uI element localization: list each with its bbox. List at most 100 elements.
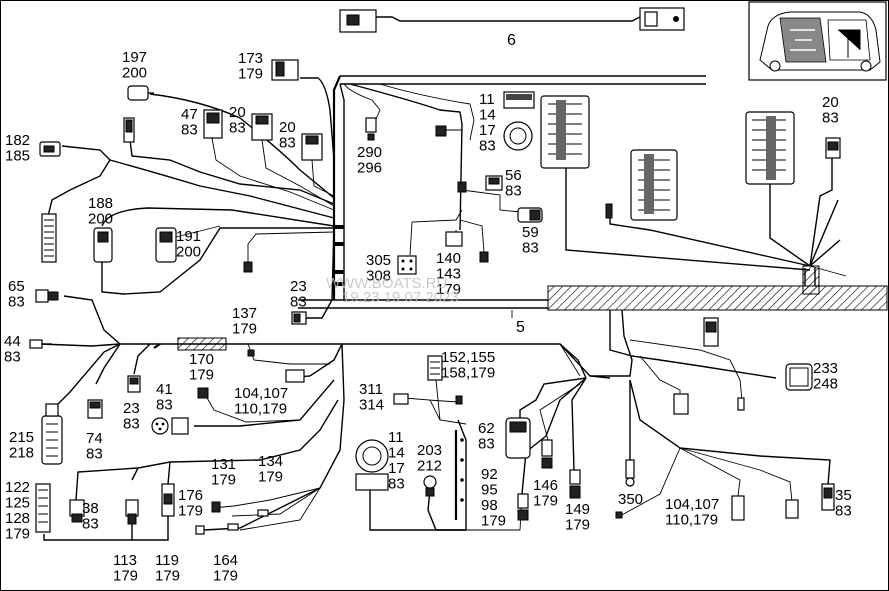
label-line: 83 xyxy=(478,436,495,453)
cable-6 xyxy=(339,7,685,33)
label-line: 35 xyxy=(835,487,852,504)
label-line: 185 xyxy=(5,148,30,165)
label-line: 179 xyxy=(189,367,214,384)
label-line: 179 xyxy=(211,472,236,489)
label-line: 143 xyxy=(436,266,461,283)
watermark-line-2: 19.23 19.07.2023 xyxy=(342,289,459,306)
label-line: 296 xyxy=(357,160,382,177)
upper-connectors xyxy=(39,59,543,325)
label-line: 65 xyxy=(8,278,25,295)
watermark: WWW.BOATS.RU 19.23 19.07.2023 xyxy=(326,275,459,306)
label-line: 149 xyxy=(565,501,590,518)
label-line: 173 xyxy=(238,50,263,67)
label-line: 110,179 xyxy=(665,512,718,529)
label-line: 179 xyxy=(565,517,590,534)
label-line: 122 xyxy=(5,479,30,496)
watermark-line-1: WWW.BOATS.RU xyxy=(326,275,447,292)
label-line: 113 xyxy=(113,552,137,569)
lower-connectors xyxy=(29,289,835,535)
label-line: 83 xyxy=(181,122,198,139)
label-line: 170 xyxy=(189,351,214,368)
label-line: 179 xyxy=(113,568,138,585)
label-line: 17 xyxy=(479,122,496,139)
label-line: 98 xyxy=(481,497,498,514)
label-line: 179 xyxy=(533,493,558,510)
label-line: 83 xyxy=(290,294,307,311)
label-line: 179 xyxy=(213,568,238,585)
label-line: 11 xyxy=(479,91,495,108)
label-line: 104,107 xyxy=(665,496,719,513)
floor-section-5 xyxy=(298,265,888,318)
label-line: 179 xyxy=(258,469,283,486)
label-line: 95 xyxy=(481,482,498,499)
label-line: 215 xyxy=(9,429,34,446)
vehicle-location-thumbnail xyxy=(748,1,887,81)
label-line: 164 xyxy=(213,552,238,569)
label-line: 83 xyxy=(8,294,25,311)
label-line: 233 xyxy=(813,360,838,377)
label-line: 197 xyxy=(122,49,147,66)
label-line: 56 xyxy=(505,167,522,184)
label-350: 350 xyxy=(618,491,643,508)
label-line: 182 xyxy=(5,132,30,149)
label-line: 59 xyxy=(522,224,539,241)
label-line: 140 xyxy=(436,250,461,267)
label-line: 314 xyxy=(359,397,384,414)
upper-harness xyxy=(47,75,521,319)
label-line: 74 xyxy=(86,430,103,447)
label-line: 311 xyxy=(359,381,383,398)
label-line: 110,179 xyxy=(234,401,287,418)
label-line: 20 xyxy=(822,94,839,111)
label-5: 5 xyxy=(516,319,525,336)
label-line: 83 xyxy=(279,135,296,152)
label-line: 83 xyxy=(123,416,140,433)
label-line: 83 xyxy=(82,516,99,533)
label-line: 179 xyxy=(436,281,461,298)
label-line: 119 xyxy=(155,552,179,569)
label-line: 203 xyxy=(417,442,442,459)
label-line: 20 xyxy=(229,104,246,121)
label-line: 179 xyxy=(178,503,203,520)
label-line: 134 xyxy=(258,453,283,470)
label-line: 47 xyxy=(181,106,198,123)
label-line: 308 xyxy=(366,268,391,285)
label-line: 83 xyxy=(156,397,173,414)
label-line: 83 xyxy=(505,183,522,200)
label-line: 125 xyxy=(5,495,30,512)
label-line: 191 xyxy=(176,228,201,245)
label-line: 62 xyxy=(478,420,495,437)
label-line: 23 xyxy=(123,400,140,417)
label-line: 137 xyxy=(232,305,257,322)
label-line: 14 xyxy=(388,445,405,462)
label-line: 305 xyxy=(366,252,391,269)
